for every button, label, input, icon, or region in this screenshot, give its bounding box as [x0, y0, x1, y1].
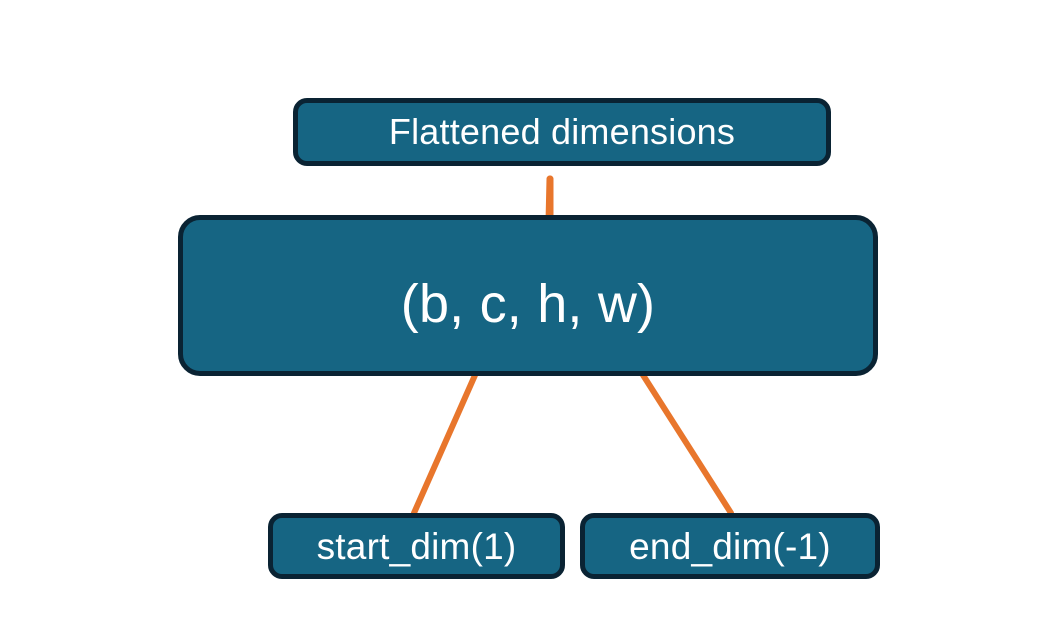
end-dim-box: end_dim(-1) — [580, 513, 880, 579]
tensor-shape-label: (b, c, h, w) — [400, 273, 656, 334]
start-dim-label: start_dim(1) — [316, 525, 517, 567]
tensor-shape-box: (b, c, h, w) — [178, 215, 878, 376]
start-dim-box: start_dim(1) — [268, 513, 565, 579]
end-dim-label: end_dim(-1) — [629, 525, 831, 567]
flattened-dimensions-box: Flattened dimensions — [293, 98, 831, 166]
flattened-dimensions-label: Flattened dimensions — [388, 111, 736, 152]
